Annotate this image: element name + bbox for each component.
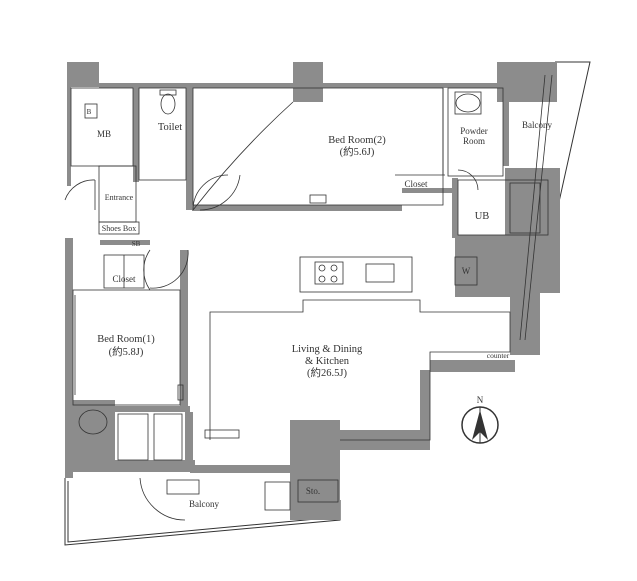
powder-room-label-2: Room bbox=[463, 136, 485, 146]
entrance-label: Entrance bbox=[105, 193, 134, 202]
balcony-top-label: Balcony bbox=[522, 120, 552, 130]
toilet-label: Toilet bbox=[158, 122, 182, 133]
closet-upper-label: Closet bbox=[404, 179, 428, 189]
balcony-bottom-label: Balcony bbox=[189, 499, 219, 509]
ldk-label-2: & Kitchen bbox=[305, 356, 350, 367]
ldk-label-1: Living & Dining bbox=[292, 344, 363, 355]
bedroom1-name: Bed Room(1) bbox=[97, 334, 155, 345]
north-compass-icon: N bbox=[461, 395, 499, 444]
ldk-size: (約26.5J) bbox=[307, 366, 347, 379]
walls bbox=[65, 62, 560, 520]
bedroom1-size: (約5.8J) bbox=[109, 345, 144, 358]
w-label: W bbox=[462, 266, 471, 276]
bedroom2-name: Bed Room(2) bbox=[328, 135, 386, 146]
powder-room-label-1: Powder bbox=[460, 126, 488, 136]
counter-label: counter bbox=[487, 351, 510, 360]
compass-label: N bbox=[477, 395, 484, 405]
meter-box-label: B bbox=[87, 108, 92, 116]
closet-left-label: Closet bbox=[112, 274, 136, 284]
mb-label: MB bbox=[97, 129, 111, 139]
sb-label: SB bbox=[132, 240, 141, 248]
ub-label: UB bbox=[475, 211, 490, 222]
storage-label: Sto. bbox=[306, 486, 320, 496]
room-labels: MB Toilet Bed Room(2) (約5.6J) Powder Roo… bbox=[87, 108, 553, 509]
shoes-box-label: Shoes Box bbox=[102, 224, 136, 233]
bedroom2-size: (約5.6J) bbox=[340, 145, 375, 158]
